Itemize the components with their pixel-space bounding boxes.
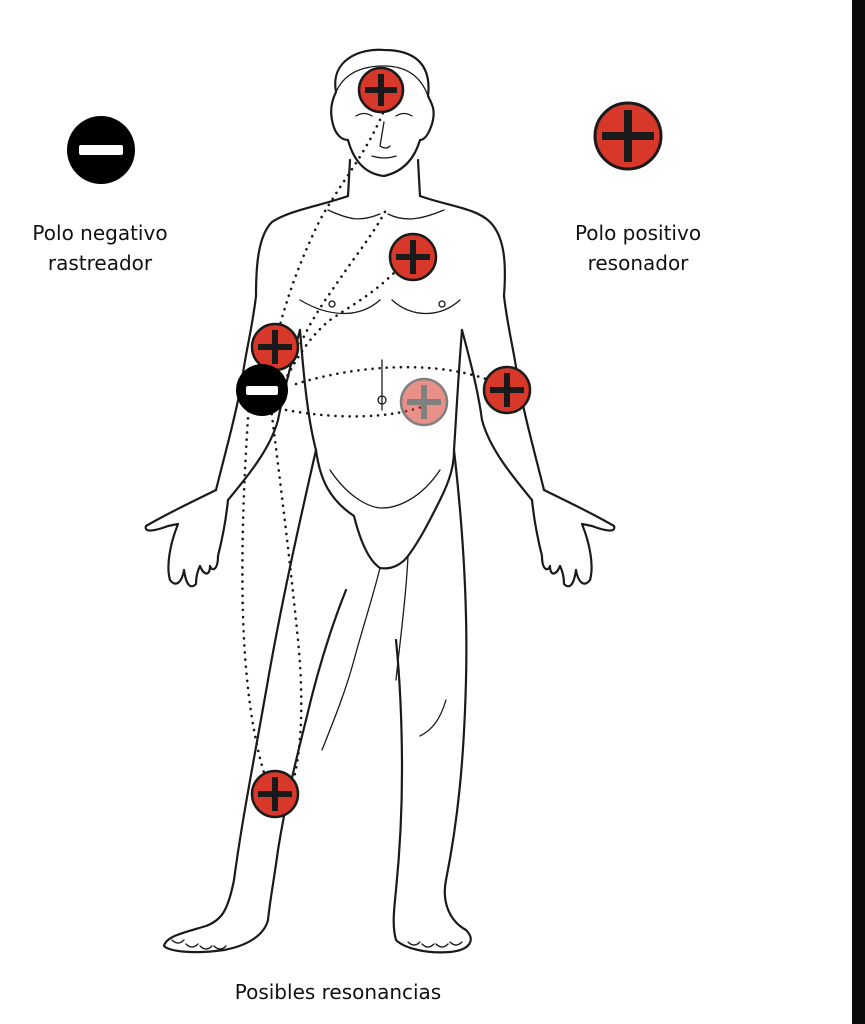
negative-pole-line2: rastreador [47,251,153,275]
caption: Posibles resonancias [234,980,442,1004]
negative-pole-line1: Polo negativo [32,221,168,245]
legend-positive-icon [593,101,663,171]
marker-abdomen-faded-plus-icon [399,377,449,427]
marker-side-minus-icon [236,364,288,416]
marker-knee-plus-icon [250,769,300,819]
positive-pole-line1: Polo positivo [574,221,702,245]
resonance-paths [241,98,496,792]
positive-pole-line2: resonador [587,251,689,275]
legend-negative-icon [67,116,135,184]
marker-right-arm-plus-icon [482,365,532,415]
marker-forehead-plus-icon [357,66,405,114]
negative-pole-label: Polo negativo rastreador [20,218,180,278]
positive-pole-label: Polo positivo resonador [558,218,718,278]
marker-left-arm-plus-icon [250,322,300,372]
right-edge-bar [852,0,865,1024]
human-figure [144,48,616,954]
marker-chest-plus-icon [388,232,438,282]
